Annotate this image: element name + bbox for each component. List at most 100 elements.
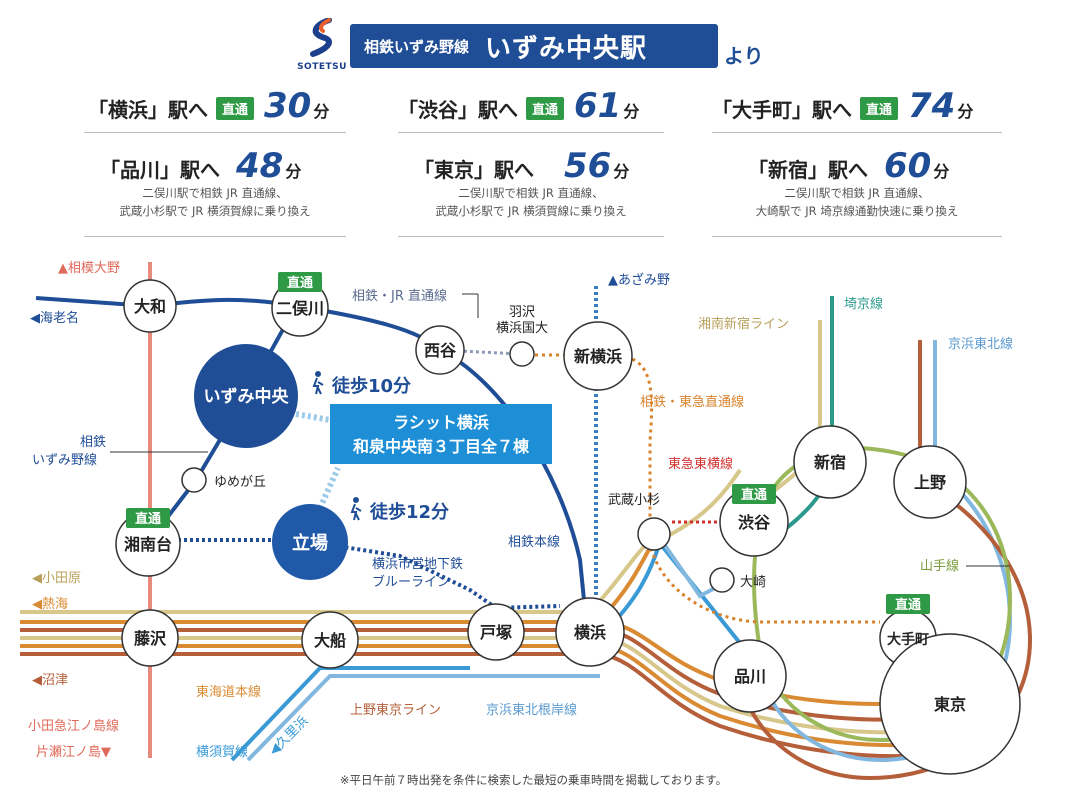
- station-label: 藤沢: [134, 629, 167, 648]
- direction-label: 片瀬江ノ島▼: [36, 745, 111, 760]
- direction-label: ◀沼津: [32, 673, 68, 688]
- line-label: 横須賀線: [196, 744, 248, 760]
- station-label: 横浜: [574, 623, 606, 642]
- station-label: 新宿: [814, 453, 846, 472]
- station-shinagawa: [713, 639, 787, 713]
- station-ueno: [893, 445, 967, 519]
- line-label: 東海道本線: [196, 684, 261, 700]
- line-label: 相鉄: [80, 435, 106, 450]
- line-label: 京浜東北線: [948, 336, 1013, 352]
- divider: [84, 132, 346, 133]
- station-label: 西谷: [424, 341, 457, 360]
- walker-icon: [312, 371, 324, 395]
- station-label: 品川: [734, 667, 766, 686]
- direction-label: ◀小田原: [32, 571, 81, 586]
- station-name: いずみ中央駅: [485, 33, 648, 64]
- station-tokyo: [879, 633, 1021, 775]
- direct-badges: 直通 直通 直通 直通: [126, 272, 930, 614]
- line-label: 埼京線: [844, 296, 883, 312]
- leader-lines: [110, 293, 1010, 567]
- blue-line-south: [160, 538, 561, 611]
- divider: [712, 236, 1002, 237]
- line-label: 相鉄・JR 直通線: [352, 288, 447, 304]
- line-labels: ▲相模大野 ◀海老名 相鉄・JR 直通線 ▲あざみ野 埼京線 湘南新宿ライン 京…: [28, 261, 1013, 760]
- walker-icon: [350, 497, 362, 521]
- dest-note: 二俣川駅で相鉄 JR 直通線、 大崎駅で JR 埼京線通勤快速に乗り換え: [755, 186, 959, 218]
- station-shinjuku: [793, 425, 867, 499]
- divider: [84, 236, 346, 237]
- direction-label: ◀海老名: [30, 310, 79, 326]
- direct-badge: 直通: [860, 97, 899, 120]
- walk-time: 徒歩10分: [331, 375, 411, 397]
- yokosuka-line: [230, 666, 470, 762]
- station-label: 上野: [914, 473, 946, 492]
- station-fujisawa: [121, 609, 179, 667]
- line-label: 相鉄本線: [508, 534, 560, 550]
- direction-label: ▲あざみ野: [608, 272, 670, 288]
- station-hazawa: [509, 341, 535, 367]
- station-label: 湘南台: [124, 535, 172, 554]
- property-address: 和泉中央南３丁目全７棟: [353, 437, 530, 456]
- direction-label: ◀熱海: [32, 597, 68, 612]
- line-label: 横浜市営地下鉄: [372, 556, 463, 572]
- divider: [398, 132, 664, 133]
- property-name: ラシット横浜: [393, 413, 489, 432]
- line-label: 上野東京ライン: [350, 702, 441, 718]
- station-label: ゆめが丘: [214, 475, 266, 490]
- station-label: 大船: [314, 631, 346, 650]
- station-label: 横浜国大: [496, 321, 548, 336]
- dest-yokohama: 「横浜」駅へ 直通 30 分: [88, 86, 330, 126]
- property-box: [330, 404, 552, 464]
- dest-otemachi: 「大手町」駅へ 直通 74 分: [712, 86, 974, 126]
- direction-label: ▲相模大野: [58, 261, 120, 276]
- line-label: 山手線: [920, 558, 959, 574]
- station-label: 武蔵小杉: [608, 493, 660, 508]
- station-label: 二俣川: [276, 299, 324, 318]
- walk-route-10: [295, 411, 331, 423]
- station-label: 立場: [292, 532, 328, 554]
- station-yamato: [123, 279, 177, 333]
- station-totsuka: [467, 603, 525, 661]
- footnote: ※平日午前７時出発を条件に検索した最短の乗車時間を掲載しております。: [339, 773, 728, 787]
- walk-time: 徒歩12分: [369, 501, 449, 523]
- direct-badge: 直通: [895, 597, 921, 613]
- station-shinyokohama: [563, 321, 633, 391]
- dest-shinjuku: 「新宿」駅へ 60 分: [748, 146, 950, 186]
- walk-labels: 徒歩10分 徒歩12分: [312, 371, 449, 523]
- dest-shinagawa: 「品川」駅へ 48 分: [100, 146, 302, 186]
- station-label: 大崎: [740, 575, 766, 590]
- station-label: 戸塚: [480, 623, 512, 642]
- line-label: 湘南新宿ライン: [698, 316, 789, 332]
- sotetsu-logo: SOTETSU: [292, 18, 352, 78]
- from-suffix: より: [724, 44, 764, 68]
- line-label: いずみ野線: [32, 452, 97, 468]
- line-label: 小田急江ノ島線: [28, 718, 119, 734]
- station-tateba: [272, 504, 348, 580]
- station-label: 大手町: [887, 631, 929, 648]
- negishi-line: [246, 674, 600, 762]
- title-banner: 相鉄いずみ野線 いずみ中央駅: [350, 24, 718, 68]
- station-yokohama: [555, 597, 625, 667]
- line-label: 京浜東北根岸線: [486, 702, 577, 718]
- dest-shibuya: 「渋谷」駅へ 直通 61 分: [398, 86, 640, 126]
- divider: [398, 236, 664, 237]
- station-label: 新横浜: [574, 347, 622, 366]
- station-label: 東京: [934, 695, 966, 714]
- station-izumichuo: [194, 344, 298, 448]
- dest-tokyo: 「東京」駅へ 56 分: [414, 146, 630, 186]
- dest-note: 二俣川駅で相鉄 JR 直通線、 武蔵小杉駅で JR 横須賀線に乗り換え: [435, 186, 627, 218]
- line-label: 相鉄・東急直通線: [640, 394, 744, 410]
- station-ofuna: [301, 611, 359, 669]
- station-osaki: [709, 567, 735, 593]
- direct-badge: 直通: [287, 275, 313, 291]
- divider: [712, 132, 1002, 133]
- sotetsu-logo-icon: [310, 18, 332, 57]
- station-yumegaoka: [181, 467, 207, 493]
- line-name: 相鉄いずみ野線: [364, 37, 470, 56]
- walk-route-12: [307, 466, 341, 532]
- dest-note: 二俣川駅で相鉄 JR 直通線、 武蔵小杉駅で JR 横須賀線に乗り換え: [119, 186, 311, 218]
- station-label: 大和: [134, 297, 166, 316]
- direct-badge: 直通: [216, 97, 255, 120]
- station-label: 羽沢: [509, 305, 535, 320]
